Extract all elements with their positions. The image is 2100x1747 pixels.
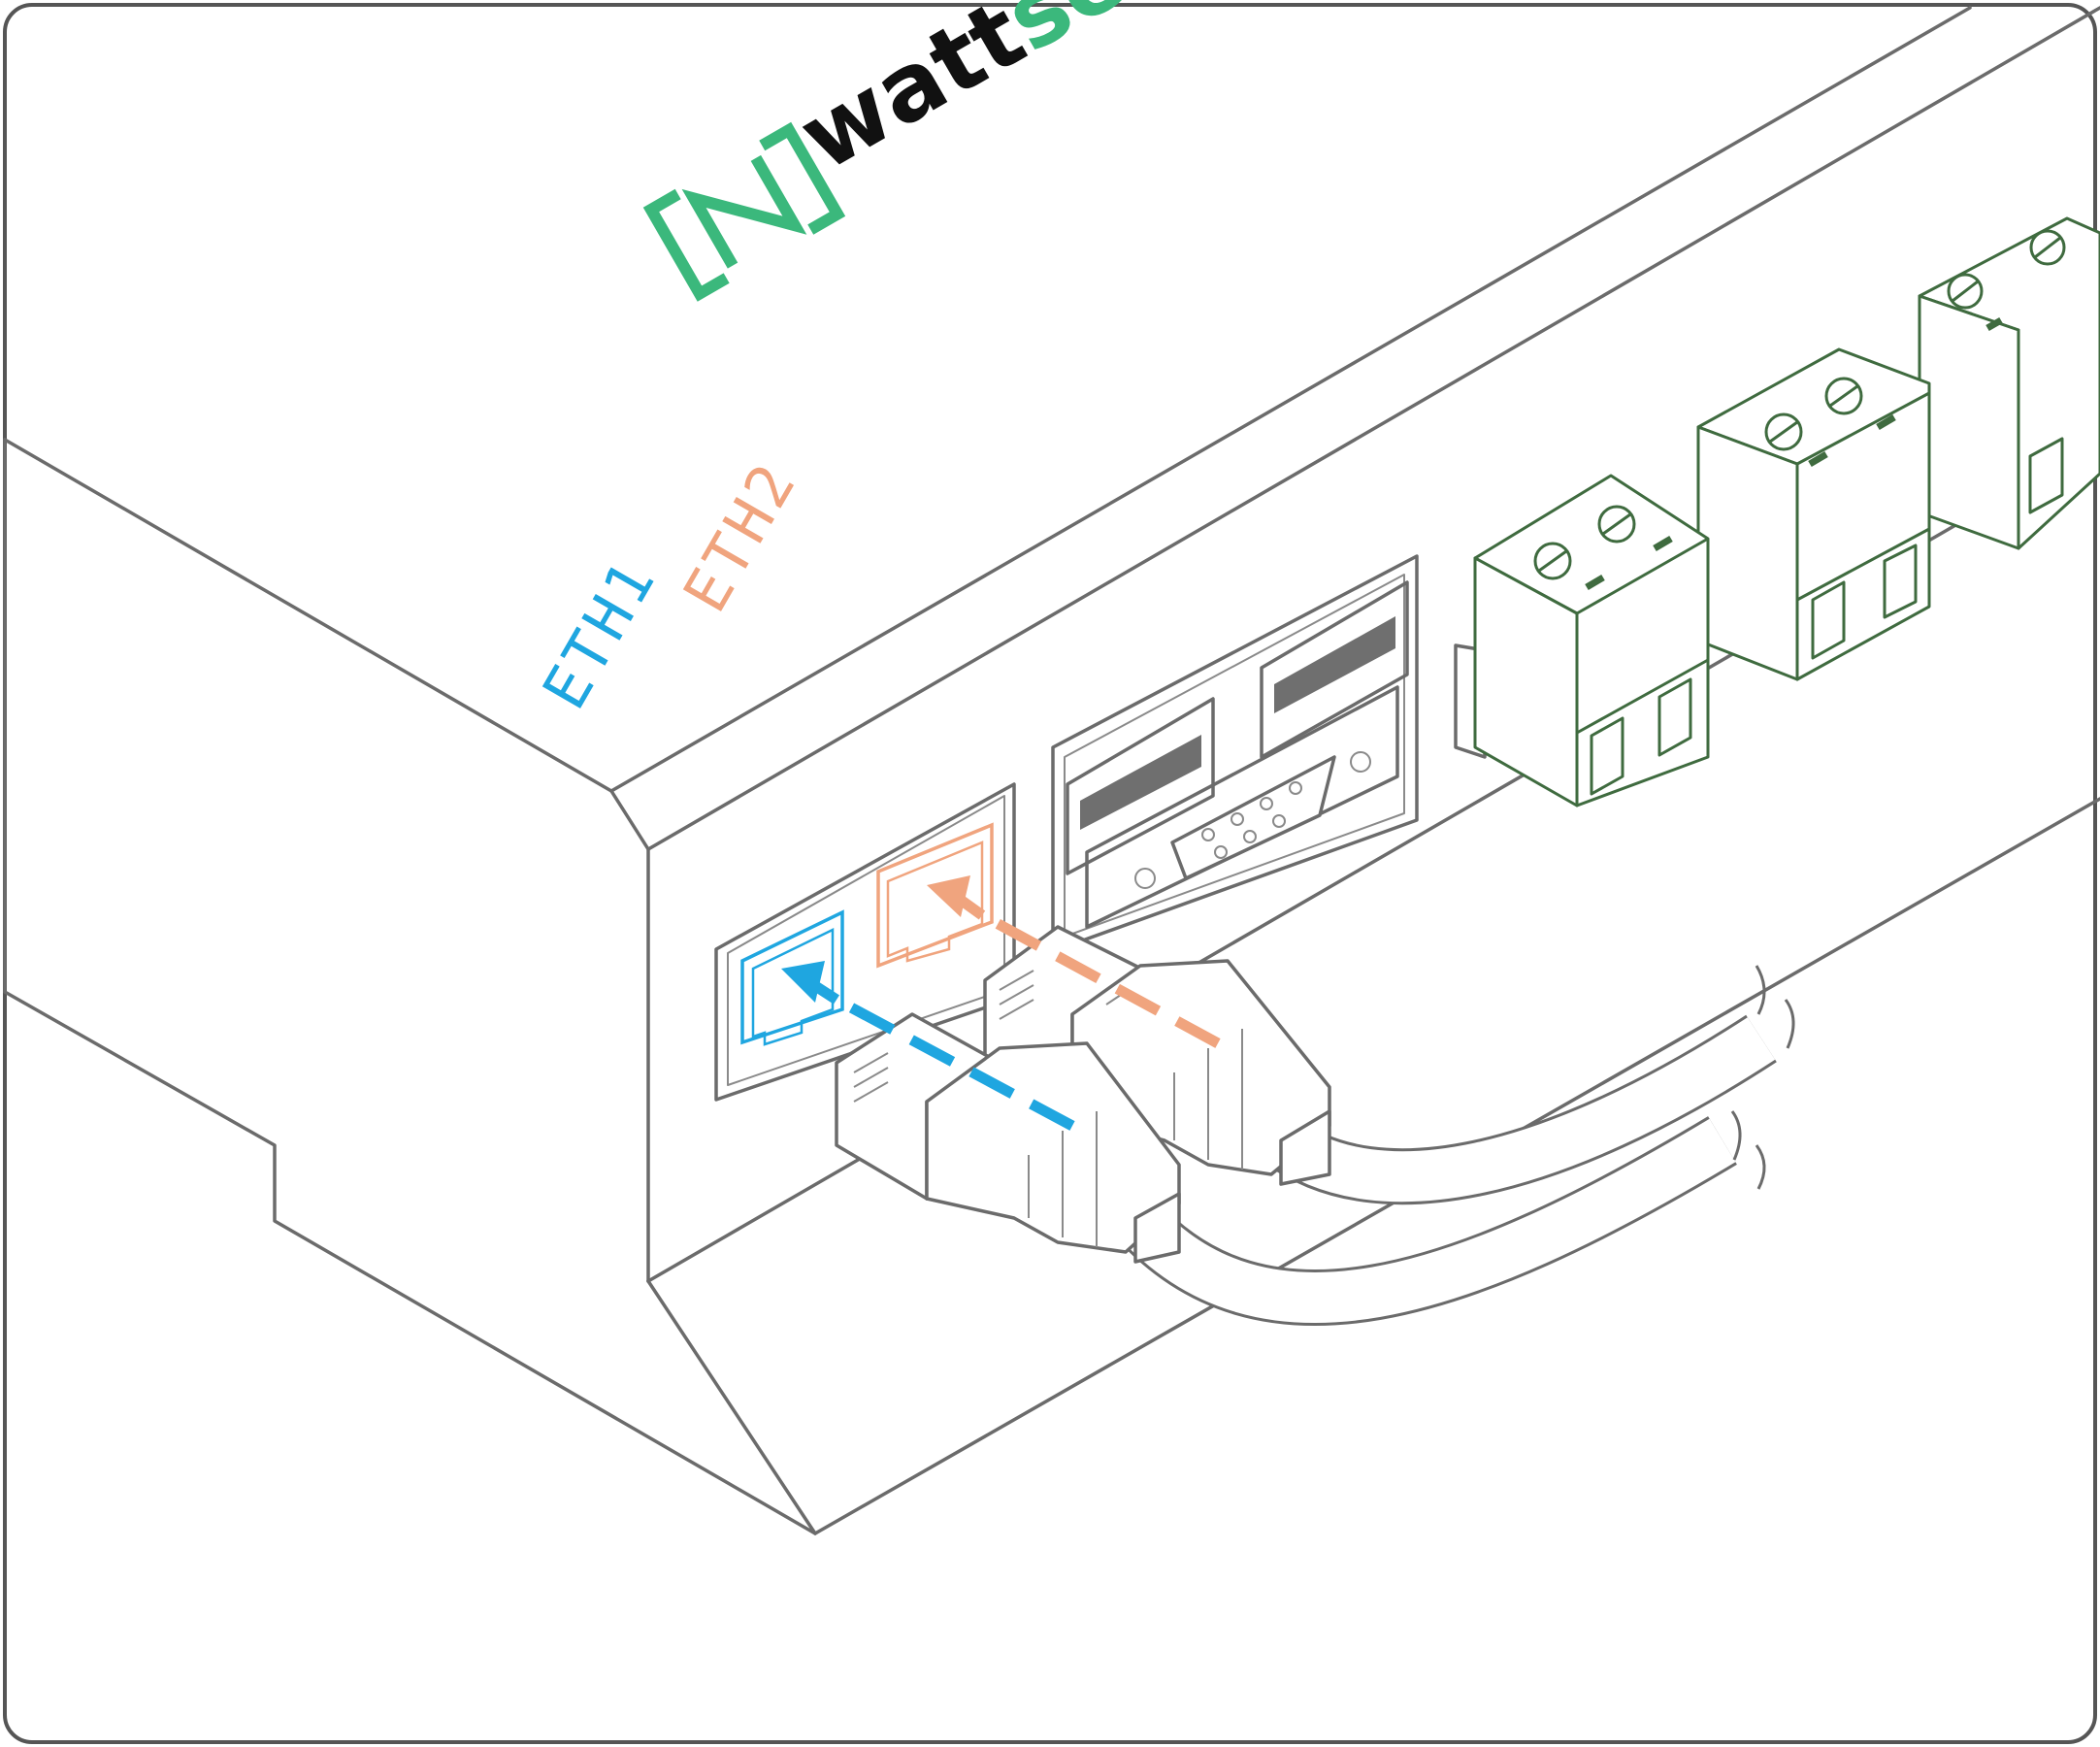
bracket-n-logo-icon — [642, 121, 846, 302]
eth2-port[interactable] — [876, 822, 994, 969]
eth1-insertion-arrow-icon — [781, 961, 1075, 1131]
usb-serial-panel — [1051, 554, 1419, 953]
usb-port-2[interactable] — [1260, 580, 1409, 759]
eth2-insertion-arrow-icon — [927, 875, 1221, 1048]
terminal-block-1[interactable] — [1473, 474, 1710, 808]
terminal-block-2[interactable] — [1696, 347, 1931, 681]
terminal-block-3[interactable] — [1918, 216, 2100, 550]
diagram-frame — [3, 3, 2097, 1744]
eth1-cable[interactable] — [835, 1012, 1766, 1326]
db9-serial-port[interactable] — [1085, 685, 1399, 929]
usb-port-1[interactable] — [1066, 697, 1215, 875]
